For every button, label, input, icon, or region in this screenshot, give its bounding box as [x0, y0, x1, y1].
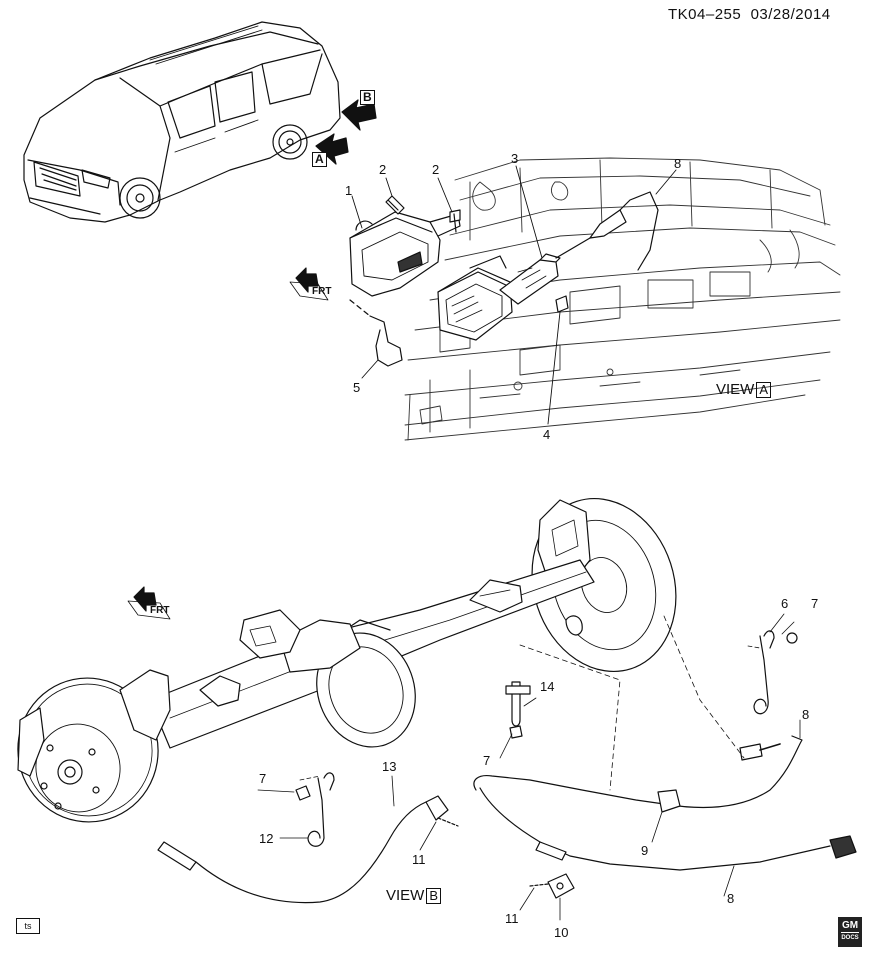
callout-13: 13 — [382, 759, 397, 774]
ts-badge: ts — [16, 918, 40, 934]
frt-label-view-a: FRT — [312, 286, 332, 297]
callout-5: 5 — [353, 380, 361, 395]
callout-7-center: 7 — [483, 753, 491, 768]
callout-1: 1 — [345, 183, 353, 198]
callout-12: 12 — [259, 831, 274, 846]
callout-7-right: 7 — [811, 596, 819, 611]
view-arrows — [315, 99, 377, 165]
callout-6: 6 — [781, 596, 789, 611]
gm-docs-logo: GM DOCS — [838, 917, 862, 947]
view-b-marker: B — [360, 90, 375, 105]
view-a-leaders — [351, 165, 677, 425]
frt-arrows — [133, 267, 319, 612]
axle-assembly — [17, 497, 677, 823]
callout-11-upper: 11 — [412, 852, 426, 867]
callout-2-left: 2 — [379, 162, 387, 177]
vehicle-illustration — [23, 21, 341, 223]
callout-8-right: 8 — [802, 707, 810, 722]
gm-logo-top: GM — [841, 920, 859, 931]
view-a-marker: A — [312, 152, 327, 167]
callout-2-right: 2 — [432, 162, 440, 177]
callout-11-lower: 11 — [505, 911, 519, 926]
view-a-prefix: VIEW — [716, 381, 755, 398]
view-b-prefix: VIEW — [386, 887, 425, 904]
callout-8-bottom: 8 — [727, 891, 735, 906]
frt-label-view-b: FRT — [150, 605, 170, 616]
callout-10: 10 — [554, 925, 569, 940]
gm-logo-bottom: DOCS — [841, 932, 859, 944]
diagram-date: 03/28/2014 — [750, 6, 831, 23]
view-b-cables — [157, 630, 857, 904]
callout-3: 3 — [511, 151, 519, 166]
view-a-components — [349, 191, 659, 367]
callout-14: 14 — [540, 679, 555, 694]
diagram-code: TK04–255 — [668, 6, 742, 23]
view-b-leaders — [257, 613, 801, 921]
view-b-letter: B — [426, 888, 442, 904]
callout-4: 4 — [543, 427, 551, 442]
callout-8-view-a: 8 — [674, 156, 682, 171]
diagram-title: TK04–255 03/28/2014 — [668, 6, 831, 23]
callout-7-left: 7 — [259, 771, 267, 786]
view-a-letter: A — [756, 382, 772, 398]
callout-9: 9 — [641, 843, 649, 858]
